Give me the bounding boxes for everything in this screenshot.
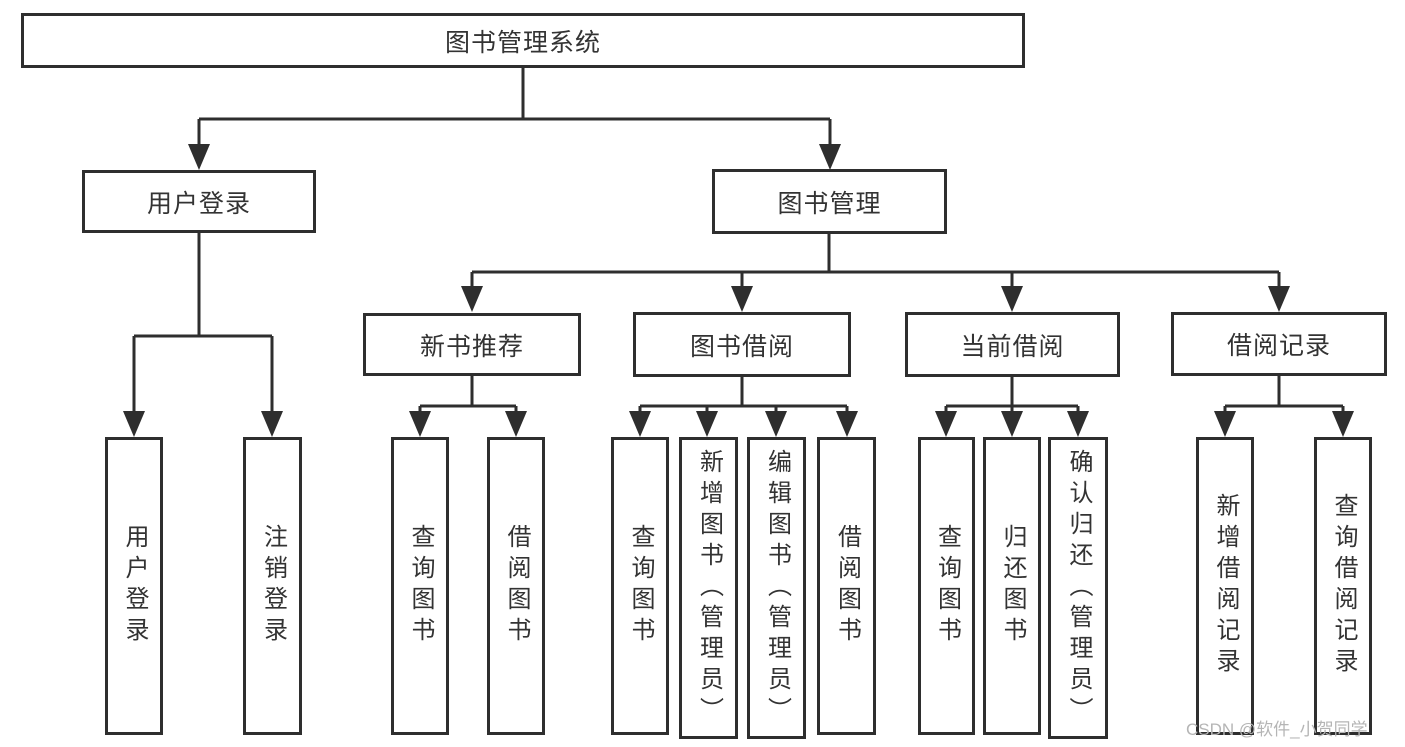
leaf-borrow-books-newrec: 借阅图书 [487, 437, 545, 735]
connector-book-borrow [638, 377, 849, 415]
node-new-book-rec-label: 新书推荐 [419, 332, 524, 361]
node-book-borrow: 图书借阅 [633, 312, 851, 377]
connector-root [197, 68, 832, 148]
leaf-confirm-return-admin: 确认归还（管理员） [1048, 437, 1108, 739]
node-new-book-rec: 新书推荐 [363, 313, 581, 376]
connector-borrow-record [1223, 376, 1345, 415]
node-current-borrow-label: 当前借阅 [960, 332, 1065, 361]
node-borrow-record-label: 借阅记录 [1226, 332, 1331, 360]
node-root-label: 图书管理系统 [444, 28, 601, 57]
leaf-user-login: 用户登录 [105, 437, 163, 735]
connector-current-borrow [944, 377, 1080, 415]
connector-new-book [418, 376, 518, 415]
node-book-borrow-label: 图书借阅 [689, 332, 794, 361]
leaf-add-borrow-record: 新增借阅记录 [1196, 437, 1254, 735]
csdn-watermark: CSDN @软件_小贺同学 [1186, 720, 1368, 739]
node-current-borrow: 当前借阅 [905, 312, 1120, 377]
node-root: 图书管理系统 [21, 13, 1025, 68]
leaf-query-books-borrow: 查询图书 [611, 437, 669, 735]
leaf-add-books-admin: 新增图书（管理员） [679, 437, 738, 739]
node-user-login-label: 用户登录 [146, 189, 251, 218]
leaf-logout: 注销登录 [243, 437, 302, 735]
node-user-login: 用户登录 [82, 170, 316, 233]
connector-user-login [132, 233, 274, 414]
leaf-query-books-newrec: 查询图书 [391, 437, 449, 735]
connector-book-mgmt [470, 234, 1281, 290]
leaf-borrow-books: 借阅图书 [817, 437, 876, 735]
node-borrow-record: 借阅记录 [1171, 312, 1387, 376]
node-book-mgmt-label: 图书管理 [777, 189, 882, 218]
node-book-mgmt: 图书管理 [712, 169, 947, 234]
arrowheads [123, 144, 1354, 437]
leaf-return-books: 归还图书 [983, 437, 1041, 735]
leaf-query-borrow-record: 查询借阅记录 [1314, 437, 1372, 735]
leaf-query-books-current: 查询图书 [918, 437, 975, 735]
leaf-edit-books-admin: 编辑图书（管理员） [747, 437, 806, 739]
